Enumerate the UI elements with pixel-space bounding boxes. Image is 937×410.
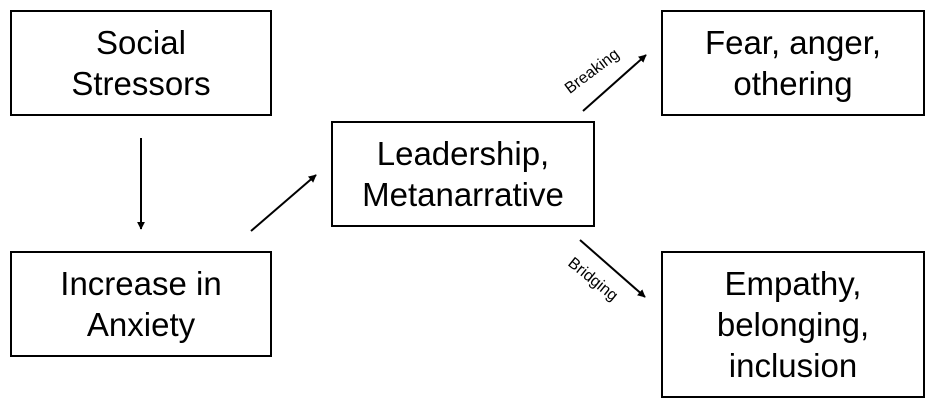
node-label: Social Stressors [71, 24, 211, 102]
arrow-anxiety-to-leadership [250, 174, 317, 232]
node-label: Increase in Anxiety [60, 265, 222, 343]
arrow-breaking [582, 54, 647, 112]
node-label: Leadership, Metanarrative [362, 135, 564, 213]
arrow-bridging [579, 239, 646, 298]
node-social-stressors: Social Stressors [10, 10, 272, 116]
node-leadership-metanarrative: Leadership, Metanarrative [331, 121, 595, 227]
node-increase-in-anxiety: Increase in Anxiety [10, 251, 272, 357]
node-fear-anger-othering: Fear, anger, othering [661, 10, 925, 116]
node-label: Empathy, belonging, inclusion [716, 265, 870, 384]
node-label: Fear, anger, othering [704, 24, 882, 102]
node-empathy-belonging-inclusion: Empathy, belonging, inclusion [661, 251, 925, 398]
